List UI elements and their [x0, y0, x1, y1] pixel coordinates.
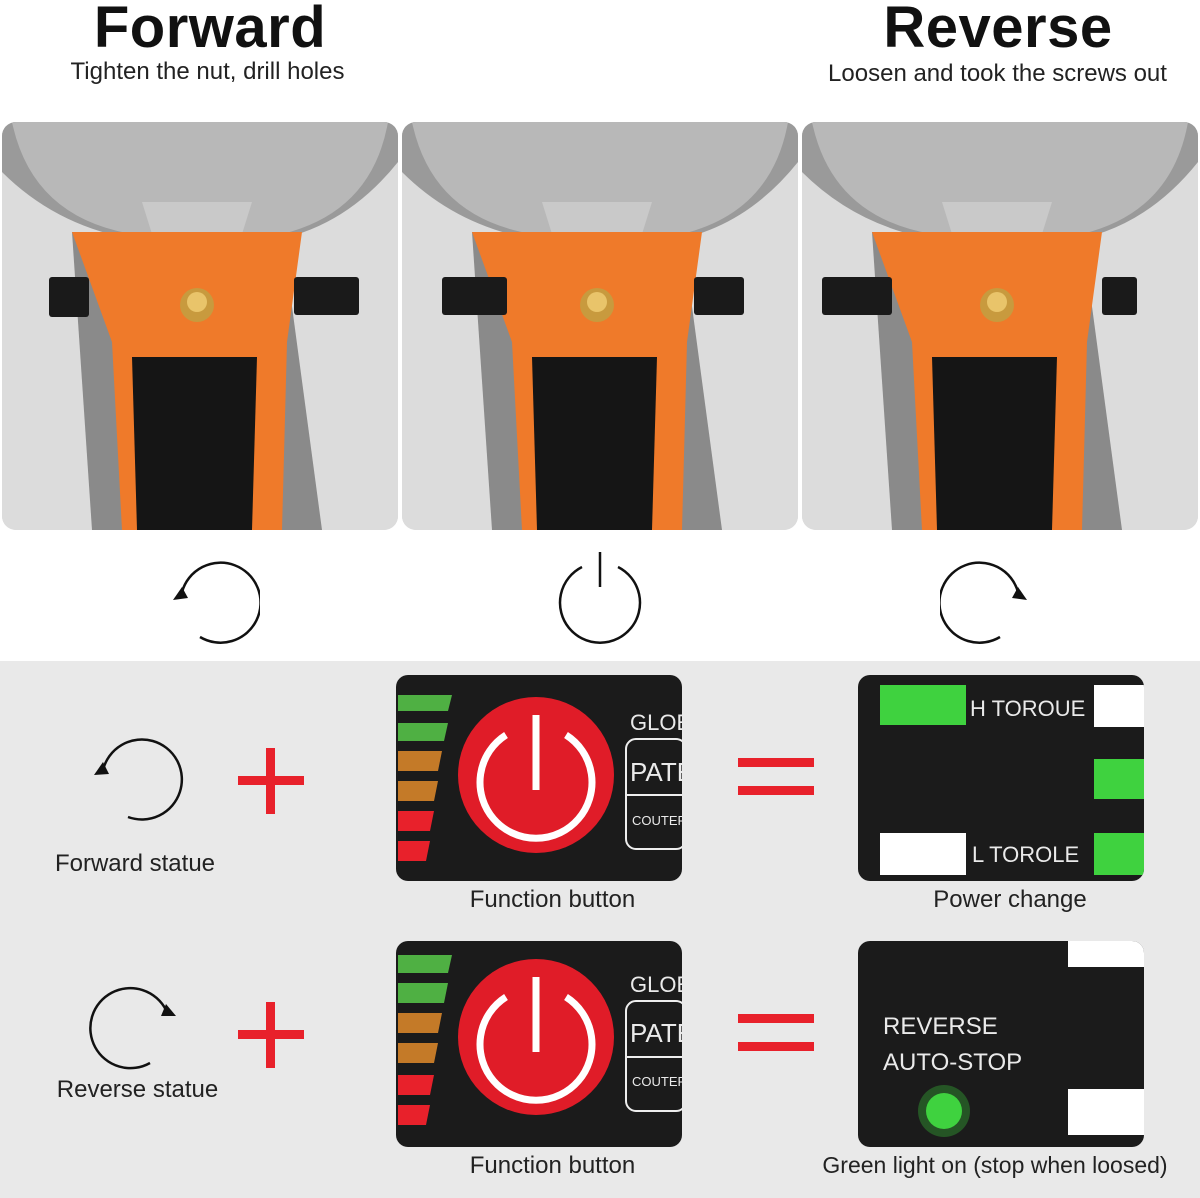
plus-icon [238, 748, 304, 814]
forward-state-label: Forward statue [54, 850, 216, 877]
forward-position-photo [2, 122, 398, 530]
reverse-title: Reverse [883, 0, 1113, 60]
auto-stop-caption: Green light on (stop when loosed) [822, 1152, 1168, 1178]
high-torque-label: H TOROUE [970, 696, 1086, 721]
function-button-display: GLOE PATE COUTER [396, 941, 682, 1147]
display-label-3: COUTER [632, 813, 682, 828]
power-icon [558, 552, 642, 644]
reverse-subtitle: Loosen and took the screws out [828, 60, 1167, 87]
function-button-display: GLOE PATE COUTER [396, 675, 682, 881]
auto-stop-label: AUTO-STOP [883, 1049, 1023, 1076]
display-label-2: PATE [630, 1018, 682, 1048]
display-label-1: GLOE [630, 710, 682, 735]
equals-icon [738, 1014, 814, 1051]
plus-icon [238, 1002, 304, 1068]
reverse-label: REVERSE [883, 1013, 998, 1040]
clockwise-arrow-icon [89, 986, 176, 1070]
function-button-caption: Function button [469, 886, 636, 913]
display-label-1: GLOE [630, 972, 682, 997]
equals-icon [738, 758, 814, 795]
clockwise-arrow-icon [940, 561, 1027, 644]
low-torque-label: L TOROLE [972, 842, 1080, 867]
display-label-3: COUTER [632, 1074, 682, 1089]
forward-title: Forward [93, 0, 327, 60]
forward-subtitle: Tighten the nut, drill holes [70, 58, 345, 85]
power-change-display: H TOROUE L TOROLE [858, 675, 1144, 881]
auto-stop-display: REVERSE AUTO-STOP [858, 941, 1144, 1147]
display-label-2: PATE [630, 757, 682, 787]
counterclockwise-arrow-icon [94, 738, 184, 821]
function-button-caption: Function button [469, 1152, 636, 1179]
power-change-caption: Power change [933, 886, 1087, 913]
reverse-state-label: Reverse statue [56, 1076, 219, 1103]
counterclockwise-arrow-icon [173, 561, 260, 644]
neutral-position-photo [402, 122, 798, 530]
reverse-position-photo [802, 122, 1198, 530]
